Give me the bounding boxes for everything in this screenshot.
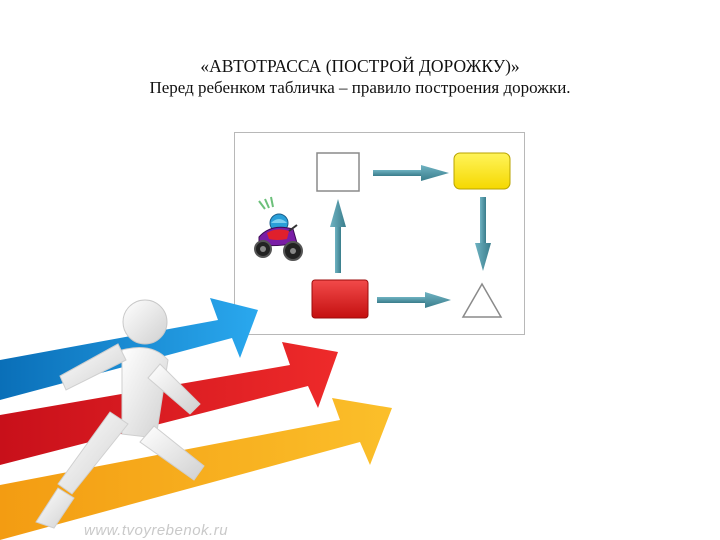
running-man-figure bbox=[35, 299, 205, 529]
subtitle-text: Перед ребенком табличка – правило постро… bbox=[149, 78, 571, 97]
red-arrow bbox=[0, 342, 338, 465]
slide-title: «АВТОТРАССА (ПОСТРОЙ ДОРОЖКУ)» Перед реб… bbox=[0, 55, 720, 99]
red-rect-node bbox=[311, 279, 369, 319]
arrow-down-right bbox=[475, 197, 491, 271]
arrow-right-bottom bbox=[377, 292, 451, 308]
watermark-text: www.tvoyrebenok.ru bbox=[84, 522, 229, 539]
rule-card bbox=[234, 132, 525, 335]
arrow-right-top bbox=[373, 165, 449, 181]
white-triangle-node bbox=[461, 282, 503, 318]
title-text: «АВТОТРАССА (ПОСТРОЙ ДОРОЖКУ)» bbox=[200, 56, 520, 76]
white-square-node bbox=[316, 152, 360, 192]
route-diagram bbox=[254, 152, 511, 319]
arrow-up-left bbox=[330, 199, 346, 273]
decorative-arrows-illustration bbox=[0, 298, 392, 540]
motorcycle-rider-icon bbox=[254, 196, 303, 261]
yellow-rect-node bbox=[453, 152, 511, 190]
